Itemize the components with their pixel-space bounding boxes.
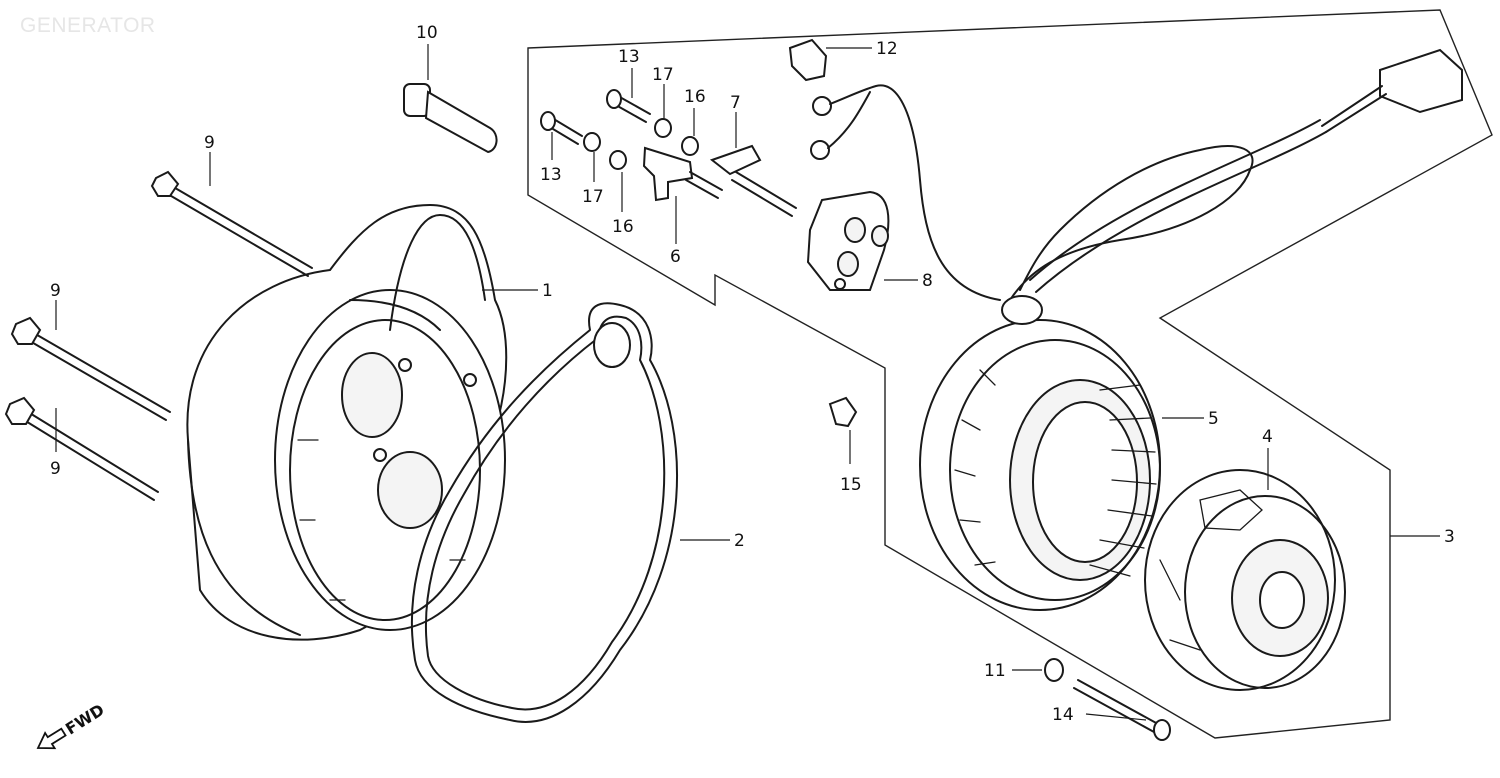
- part-11-washer: [1044, 658, 1064, 682]
- callout-3: 3: [1444, 527, 1455, 547]
- diagram-title: GENERATOR: [20, 14, 156, 37]
- callout-9b: 9: [50, 281, 61, 301]
- part-5-stator: [919, 295, 1161, 611]
- callout-5: 5: [1208, 409, 1219, 429]
- callout-9a: 9: [204, 133, 215, 153]
- part-6-brush-holder: [642, 146, 723, 202]
- part-17-washer-a: [583, 132, 601, 152]
- callout-16b: 16: [612, 217, 634, 237]
- part-1-generator-cover: [186, 203, 508, 641]
- callout-13b: 13: [540, 165, 562, 185]
- part-10-plug: [403, 83, 498, 154]
- callout-7: 7: [730, 93, 741, 113]
- bolt-9c: [4, 396, 159, 501]
- callout-4: 4: [1262, 427, 1273, 447]
- callout-11: 11: [984, 661, 1006, 681]
- bolt-9a: [150, 170, 313, 277]
- callout-15: 15: [840, 475, 862, 495]
- part-13-screw-a: [540, 111, 583, 145]
- fwd-label: FWD: [62, 700, 108, 738]
- assembly-frame: [527, 9, 1493, 739]
- leader-lines: [55, 44, 1440, 721]
- callout-16a: 16: [684, 87, 706, 107]
- callout-10: 10: [416, 23, 438, 43]
- callout-17b: 17: [582, 187, 604, 207]
- callout-2: 2: [734, 531, 745, 551]
- part-15-bolt: [828, 396, 858, 428]
- callout-13a: 13: [618, 47, 640, 67]
- fwd-indicator: FWD: [36, 700, 108, 750]
- callouts: 10 9 9 9 1 2 13 13 17 17 16 16 7 6 12 8 …: [50, 23, 1455, 725]
- fwd-arrow-icon: [36, 727, 67, 750]
- callout-17a: 17: [652, 65, 674, 85]
- part-16-nut-a: [609, 150, 627, 170]
- callout-1: 1: [542, 281, 553, 301]
- callout-12: 12: [876, 39, 898, 59]
- part-8-regulator: [806, 190, 890, 291]
- bolt-9b: [10, 316, 171, 421]
- part-17-washer-b: [654, 118, 672, 138]
- part-7-brush-holder: [709, 144, 797, 217]
- part-2-gasket: [410, 302, 679, 723]
- part-12-clamp: [788, 38, 832, 160]
- part-4-rotor: [1144, 469, 1346, 691]
- part-14-bolt: [1073, 679, 1171, 741]
- callout-14: 14: [1052, 705, 1074, 725]
- part-9-bolts: [4, 170, 313, 501]
- part-16-nut-b: [681, 136, 699, 156]
- callout-8: 8: [922, 271, 933, 291]
- part-13-screw-b: [606, 89, 651, 123]
- callout-6: 6: [670, 247, 681, 267]
- wire-harness: [827, 48, 1463, 301]
- callout-9c: 9: [50, 459, 61, 479]
